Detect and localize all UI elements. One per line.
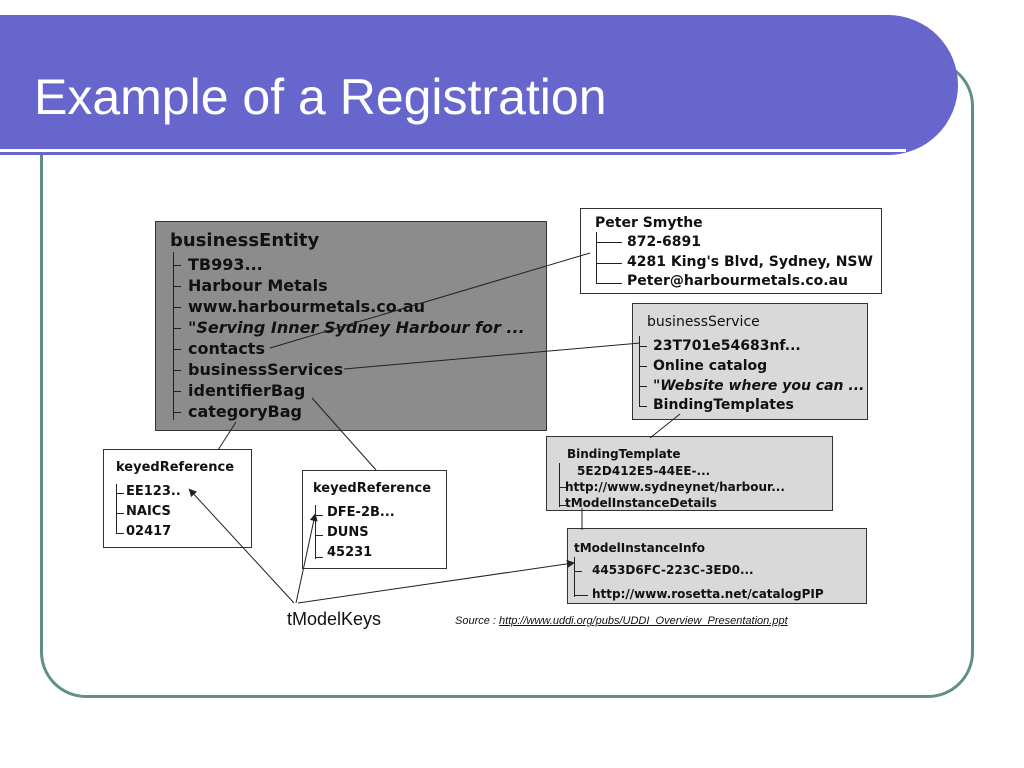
keyed-reference-1-key: EE123..	[126, 484, 181, 499]
contact-name: Peter Smythe	[595, 215, 703, 231]
keyed-reference-2-key: DFE-2B...	[327, 505, 395, 520]
business-entity-box: businessEntity TB993... Harbour Metals w…	[155, 221, 547, 431]
entity-category-bag: categoryBag	[188, 402, 302, 421]
connector-contacts-to-contact	[269, 252, 591, 349]
entity-key: TB993...	[188, 255, 263, 274]
service-name: Online catalog	[653, 358, 768, 374]
contact-email: Peter@harbourmetals.co.au	[627, 273, 848, 289]
contact-address: 4281 King's Blvd, Sydney, NSW	[627, 254, 873, 270]
contact-box: Peter Smythe 872-6891 4281 King's Blvd, …	[580, 208, 882, 294]
binding-access-point: http://www.sydneynet/harbour...	[565, 480, 785, 494]
entity-url: www.harbourmetals.co.au	[188, 297, 425, 316]
binding-key: 5E2D412E5-44EE-...	[577, 464, 711, 478]
connector-category-to-kr1	[217, 421, 237, 451]
business-service-header: businessService	[647, 314, 760, 330]
tmodel-instance-url: http://www.rosetta.net/catalogPIP	[592, 587, 824, 601]
keyed-reference-1-value: 02417	[126, 524, 172, 539]
business-entity-header: businessEntity	[170, 230, 320, 251]
source-prefix: Source :	[455, 615, 500, 627]
source-citation: Source : http://www.uddi.org/pubs/UDDI_O…	[455, 615, 788, 627]
title-bar: Example of a Registration	[0, 15, 958, 155]
connector-tmodelkeys-to-tmii	[297, 559, 575, 604]
source-link[interactable]: http://www.uddi.org/pubs/UDDI_Overview_P…	[499, 615, 788, 627]
business-service-box: businessService 23T701e54683nf... Online…	[632, 303, 868, 420]
entity-description: "Serving Inner Sydney Harbour for ...	[188, 318, 525, 337]
tmodel-keys-label: tModelKeys	[287, 609, 382, 629]
contact-phone: 872-6891	[627, 234, 701, 250]
entity-identifier-bag: identifierBag	[188, 381, 306, 400]
title-underline	[0, 149, 906, 152]
tmodel-instance-info-box: tModelInstanceInfo 4453D6FC-223C-3ED0...…	[567, 528, 867, 604]
connector-identifier-to-kr2	[311, 397, 377, 471]
keyed-reference-2-header: keyedReference	[313, 481, 432, 496]
keyed-reference-1-name: NAICS	[126, 504, 171, 519]
keyed-reference-1-header: keyedReference	[116, 460, 235, 475]
connector-service-to-binding	[649, 413, 681, 439]
service-key: 23T701e54683nf...	[653, 338, 801, 354]
connector-tmodelkeys-to-kr2	[295, 513, 318, 604]
tree-line	[173, 252, 174, 420]
keyed-reference-box-1: keyedReference EE123.. NAICS 02417	[103, 449, 252, 548]
service-binding-templates: BindingTemplates	[653, 397, 794, 413]
binding-tmodel-instance-details: tModelInstanceDetails	[565, 496, 717, 510]
connector-services-to-service	[343, 342, 641, 370]
binding-template-box: BindingTemplate 5E2D412E5-44EE-... http:…	[546, 436, 833, 511]
service-description: "Website where you can ...	[653, 378, 865, 394]
binding-template-header: BindingTemplate	[567, 447, 681, 461]
tmodel-instance-info-header: tModelInstanceInfo	[574, 541, 706, 555]
tmodel-instance-key: 4453D6FC-223C-3ED0...	[592, 563, 754, 577]
slide-title: Example of a Registration	[34, 69, 607, 125]
entity-name: Harbour Metals	[188, 276, 328, 295]
keyed-reference-box-2: keyedReference DFE-2B... DUNS 45231	[302, 470, 447, 569]
connector-tmodelkeys-to-kr1	[188, 488, 295, 604]
entity-business-services: businessServices	[188, 360, 344, 379]
keyed-reference-2-name: DUNS	[327, 525, 369, 540]
keyed-reference-2-value: 45231	[327, 545, 373, 560]
entity-contacts: contacts	[188, 339, 265, 358]
